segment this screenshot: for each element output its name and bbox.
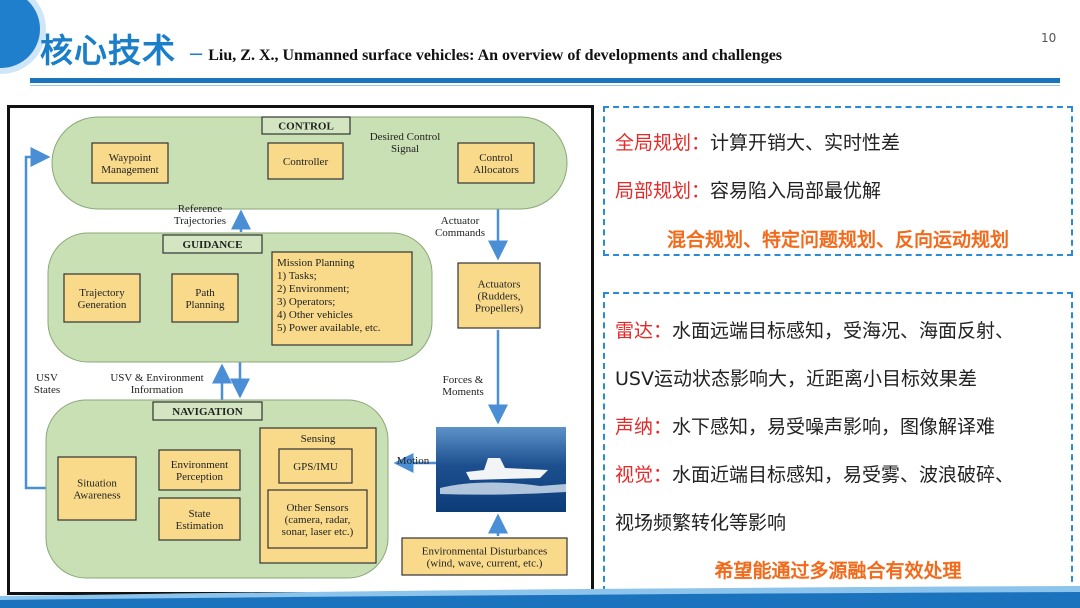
guidance-title-label: GUIDANCE bbox=[183, 239, 243, 251]
text-global-planning: 计算开销大、实时性差 bbox=[710, 132, 901, 154]
control-title-label: CONTROL bbox=[278, 121, 334, 133]
control-title-box bbox=[261, 116, 351, 135]
path-planning-box bbox=[171, 273, 239, 323]
vision-line: 视觉：水面近端目标感知，易受雾、波浪破碎、 bbox=[615, 460, 1014, 487]
text-vision: 水面近端目标感知，易受雾、波浪破碎、 bbox=[672, 464, 1015, 486]
gps-imu-label: GPS/IMU bbox=[293, 461, 338, 473]
environmental-disturbances-box bbox=[401, 537, 568, 576]
sensing-label: Sensing bbox=[301, 433, 336, 445]
forces-moments-label: Forces &Moments bbox=[442, 374, 484, 398]
guidance-title-box bbox=[162, 234, 263, 254]
planning-summary: 混合规划、特定问题规划、反向运动规划 bbox=[666, 229, 1009, 251]
sensing-summary: 希望能通过多源融合有效处理 bbox=[714, 560, 962, 582]
global-planning-line: 全局规划：计算开销大、实时性差 bbox=[615, 128, 900, 155]
label-sonar: 声纳： bbox=[615, 416, 673, 438]
footer-wave bbox=[0, 586, 1080, 608]
gps-imu-box bbox=[278, 448, 353, 484]
control-allocators-box bbox=[457, 142, 535, 184]
text-local-planning: 容易陷入局部最优解 bbox=[710, 180, 882, 202]
environmental-disturbances-label: Environmental Disturbances(wind, wave, c… bbox=[422, 546, 548, 570]
text-sonar: 水下感知，易受噪声影响，图像解译难 bbox=[672, 416, 996, 438]
navigation-title-box bbox=[152, 401, 263, 421]
state-estimation-box bbox=[158, 497, 241, 541]
controller-label: Controller bbox=[283, 156, 329, 168]
actuators-box bbox=[457, 262, 541, 329]
local-planning-line: 局部规划：容易陷入局部最优解 bbox=[615, 176, 881, 203]
radar-line: 雷达：水面远端目标感知，受海况、海面反射、 bbox=[615, 316, 1014, 343]
radar-line-2: USV运动状态影响大，近距离小目标效果差 bbox=[615, 368, 977, 390]
controller-box bbox=[267, 142, 344, 180]
header-rule bbox=[30, 78, 1060, 83]
vision-line-2: 视场频繁转化等影响 bbox=[615, 512, 787, 534]
other-sensors-label: Other Sensors(camera, radar,sonar, laser… bbox=[282, 502, 354, 538]
navigation-title-label: NAVIGATION bbox=[172, 406, 243, 418]
planning-panel: 全局规划：计算开销大、实时性差 局部规划：容易陷入局部最优解 混合规划、特定问题… bbox=[603, 106, 1073, 256]
motion-label: Motion bbox=[397, 455, 430, 467]
environment-perception-box bbox=[158, 449, 241, 491]
mission-planning-box bbox=[271, 251, 413, 346]
situation-awareness-box bbox=[57, 456, 137, 521]
sonar-line: 声纳：水下感知，易受噪声影响，图像解译难 bbox=[615, 412, 995, 439]
title-dash: – bbox=[190, 40, 203, 65]
label-vision: 视觉： bbox=[615, 464, 673, 486]
header-rule-thin bbox=[30, 85, 1060, 86]
trajectory-generation-box bbox=[63, 273, 141, 323]
other-sensors-box bbox=[267, 489, 368, 549]
label-radar: 雷达： bbox=[615, 320, 673, 342]
text-radar: 水面远端目标感知，受海况、海面反射、 bbox=[672, 320, 1015, 342]
actuators-label: Actuators(Rudders,Propellers) bbox=[475, 279, 524, 315]
usv-boat-photo bbox=[436, 427, 566, 512]
label-global-planning: 全局规划： bbox=[615, 132, 711, 154]
citation: Liu, Z. X., Unmanned surface vehicles: A… bbox=[208, 47, 783, 64]
label-local-planning: 局部规划： bbox=[615, 180, 711, 202]
page-subtitle: –Liu, Z. X., Unmanned surface vehicles: … bbox=[190, 40, 782, 66]
sensing-panel: 雷达：水面远端目标感知，受海况、海面反射、 USV运动状态影响大，近距离小目标效… bbox=[603, 292, 1073, 592]
page-number: 10 bbox=[1041, 31, 1057, 45]
page-title: 核心技术 bbox=[40, 31, 176, 70]
waypoint-management-box bbox=[91, 142, 169, 184]
